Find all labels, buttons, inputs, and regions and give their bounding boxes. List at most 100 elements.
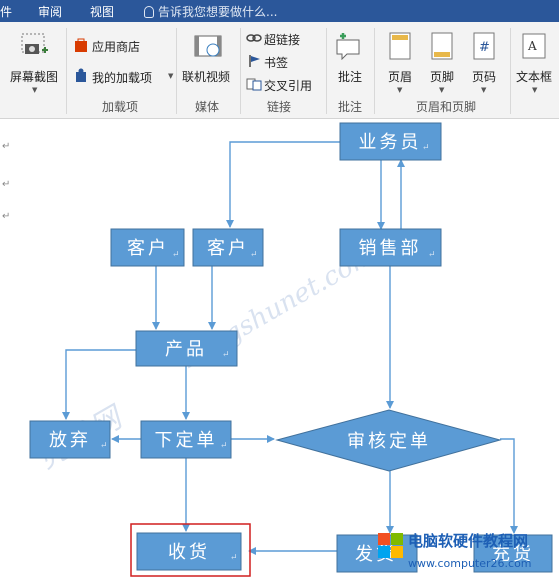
group-separator	[374, 28, 375, 114]
online-video-button[interactable]: 联机视频	[180, 26, 236, 96]
dropdown-arrow-icon: ▼	[481, 86, 487, 94]
label-review-order: 审核定单	[347, 431, 431, 452]
svg-text:#: #	[479, 40, 490, 55]
my-addins-label: 我的加载项	[92, 71, 153, 85]
comment-button[interactable]: 批注	[330, 26, 370, 96]
logo-url: www.computer26.com	[408, 557, 532, 570]
comment-group-label: 批注	[337, 100, 362, 114]
dropdown-arrow-icon: ▼	[439, 86, 445, 94]
comment-label: 批注	[338, 70, 363, 84]
label-receive: 收货	[168, 542, 210, 563]
windows-logo-icon	[378, 533, 404, 559]
tell-me-box[interactable]: 告诉我您想要做什么...	[144, 3, 277, 20]
menu-bar: 件 审阅 视图 告诉我您想要做什么...	[0, 0, 559, 22]
hyperlink-label: 超链接	[264, 33, 301, 47]
label-sales-dept: 销售部	[359, 238, 422, 259]
label-customer2: 客户	[207, 238, 249, 259]
screenshot-button[interactable]: 屏幕截图 ▼	[4, 26, 62, 96]
link-icon	[246, 34, 262, 42]
paragraph-mark-icon: ↵	[2, 211, 11, 222]
svg-text:↵: ↵	[230, 553, 238, 563]
textbox-label: 文本框	[516, 70, 553, 84]
header-button[interactable]: 页眉 ▼	[380, 26, 420, 96]
box-receive[interactable]	[136, 532, 242, 571]
label-deliver: 充货	[492, 544, 534, 565]
film-icon	[194, 35, 222, 57]
bookmark-label: 书签	[264, 56, 289, 70]
my-addins-button[interactable]: 我的加载项 ▼	[72, 67, 182, 87]
logo-title: 电脑软硬件教程网	[408, 532, 529, 550]
menu-view[interactable]: 视图	[90, 5, 115, 19]
footer-label: 页脚	[430, 70, 455, 84]
online-video-label: 联机视频	[182, 70, 231, 84]
footer-button[interactable]: 页脚 ▼	[422, 26, 462, 96]
dropdown-arrow-icon: ▼	[532, 86, 538, 94]
addins-group-label: 加载项	[101, 100, 138, 114]
comment-icon	[336, 33, 360, 60]
screenshot-label: 屏幕截图	[10, 70, 59, 84]
document-page[interactable]: ↵ ↵ ↵ liangshunet.com 亮术网	[0, 119, 559, 586]
box-customer1[interactable]	[110, 228, 185, 267]
highlight-frame	[130, 523, 251, 577]
page-number-icon: #	[473, 32, 495, 60]
group-separator	[176, 28, 177, 114]
app-store-button[interactable]: 应用商店	[72, 36, 162, 56]
page-number-button[interactable]: # 页码 ▼	[464, 26, 504, 96]
svg-text:↵: ↵	[222, 350, 230, 360]
box-sales-dept[interactable]	[339, 228, 442, 267]
app-store-label: 应用商店	[92, 40, 141, 54]
label-salesman: 业务员	[359, 132, 422, 153]
svg-text:A: A	[527, 39, 537, 53]
textbox-button[interactable]: A 文本框 ▼	[514, 26, 558, 96]
svg-text:↵: ↵	[428, 250, 436, 260]
footer-icon	[431, 32, 453, 60]
box-deliver[interactable]	[473, 534, 553, 573]
box-place-order[interactable]	[140, 420, 232, 459]
svg-text:↵: ↵	[220, 441, 228, 451]
box-ship[interactable]	[336, 534, 418, 573]
lightbulb-icon	[144, 6, 154, 18]
label-customer1: 客户	[127, 238, 169, 259]
header-icon	[389, 32, 411, 60]
media-group-label: 媒体	[194, 100, 219, 114]
ribbon: 屏幕截图 ▼ 应用商店 我的加载项 ▼ 加载项 联机视频 媒体 超链接 书签 交…	[0, 22, 559, 119]
page-number-label: 页码	[472, 70, 497, 84]
hyperlink-button[interactable]: 超链接	[244, 30, 324, 48]
header-label: 页眉	[388, 70, 413, 84]
label-abandon: 放弃	[49, 430, 91, 451]
box-abandon[interactable]	[29, 420, 111, 459]
group-separator	[326, 28, 327, 114]
svg-text:↵: ↵	[250, 250, 258, 260]
menu-review[interactable]: 审阅	[38, 5, 63, 19]
links-group-label: 链接	[266, 100, 291, 114]
box-customer2[interactable]	[192, 228, 264, 267]
tell-me-text: 告诉我您想要做什么...	[158, 5, 278, 19]
cross-reference-button[interactable]: 交叉引用	[244, 76, 324, 94]
screenshot-icon	[21, 33, 48, 54]
group-separator	[510, 28, 511, 114]
bookmark-icon	[249, 55, 260, 67]
paragraph-mark-icon: ↵	[2, 141, 11, 152]
group-separator	[66, 28, 67, 114]
label-place-order: 下定单	[155, 430, 218, 451]
paragraph-mark-icon: ↵	[2, 179, 11, 190]
box-salesman[interactable]	[339, 122, 442, 161]
header-footer-group-label: 页眉和页脚	[415, 100, 476, 114]
textbox-icon: A	[522, 33, 546, 59]
diamond-review-order[interactable]	[275, 409, 502, 472]
bookmark-button[interactable]: 书签	[244, 53, 324, 71]
group-separator	[240, 28, 241, 114]
svg-text:↵: ↵	[422, 143, 430, 153]
addins-icon	[76, 68, 86, 82]
connector-product-abandon	[62, 349, 136, 420]
dropdown-arrow-icon: ▼	[32, 86, 38, 94]
svg-text:↵: ↵	[172, 250, 180, 260]
store-icon	[75, 38, 87, 52]
dropdown-arrow-icon: ▼	[168, 72, 174, 80]
cross-reference-label: 交叉引用	[264, 79, 313, 93]
box-product[interactable]	[135, 330, 238, 367]
connector-salesman-customer	[226, 141, 340, 228]
menu-insert[interactable]: 件	[0, 5, 13, 19]
dropdown-arrow-icon: ▼	[397, 86, 403, 94]
